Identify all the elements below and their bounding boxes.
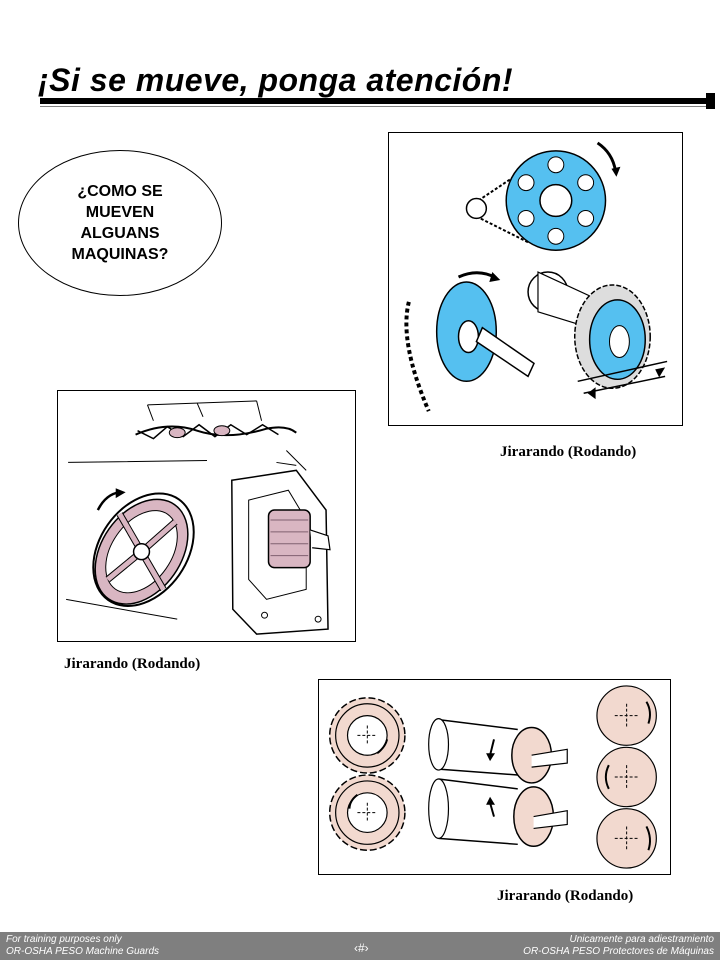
callout-line-1: ¿COMO SE	[77, 183, 163, 200]
footer-left: For training purposes only OR-OSHA PESO …	[6, 934, 159, 958]
caption-top-right: Jirarando (Rodando)	[500, 444, 637, 460]
illustration-rotating-pulleys	[388, 132, 683, 426]
callout-line-4: MAQUINAS?	[71, 246, 169, 263]
footer-right: Unicamente para adiestramiento OR-OSHA P…	[523, 934, 714, 958]
slide-title: ¡Si se mueve, ponga atención!	[38, 62, 514, 98]
callout-line-2: MUEVEN	[85, 204, 155, 221]
question-callout: ¿COMO SE MUEVEN ALGUANS MAQUINAS?	[18, 150, 222, 296]
pink-roller	[267, 509, 311, 569]
footer-left-line-1: For training purposes only	[6, 934, 122, 945]
small-pulley	[465, 197, 488, 220]
footer-bar: For training purposes only OR-OSHA PESO …	[0, 932, 720, 960]
title-underline-cap	[706, 93, 715, 109]
illustration-rotating-handwheel	[57, 390, 356, 642]
pulley-gear-drawing	[404, 141, 668, 412]
lower-gear	[328, 774, 406, 851]
footer-right-line-2: OR-OSHA PESO Protectores de Máquinas	[523, 946, 714, 957]
handwheel-auger-drawing	[66, 400, 331, 635]
question-callout-text: ¿COMO SE MUEVEN ALGUANS MAQUINAS?	[60, 181, 180, 265]
upper-gear	[328, 697, 406, 774]
gears-rollers-drawing	[328, 685, 657, 869]
page-number: ‹#›	[354, 941, 369, 955]
illustration-rotating-gears-rollers	[318, 679, 671, 875]
caption-middle-left: Jirarando (Rodando)	[64, 656, 201, 672]
callout-line-3: ALGUANS	[80, 225, 160, 242]
footer-right-line-1: Unicamente para adiestramiento	[569, 934, 714, 945]
footer-left-line-2: OR-OSHA PESO Machine Guards	[6, 946, 160, 957]
title-underline-shadow	[40, 106, 712, 107]
title-underline	[40, 98, 712, 104]
caption-bottom-right: Jirarando (Rodando)	[497, 888, 634, 904]
